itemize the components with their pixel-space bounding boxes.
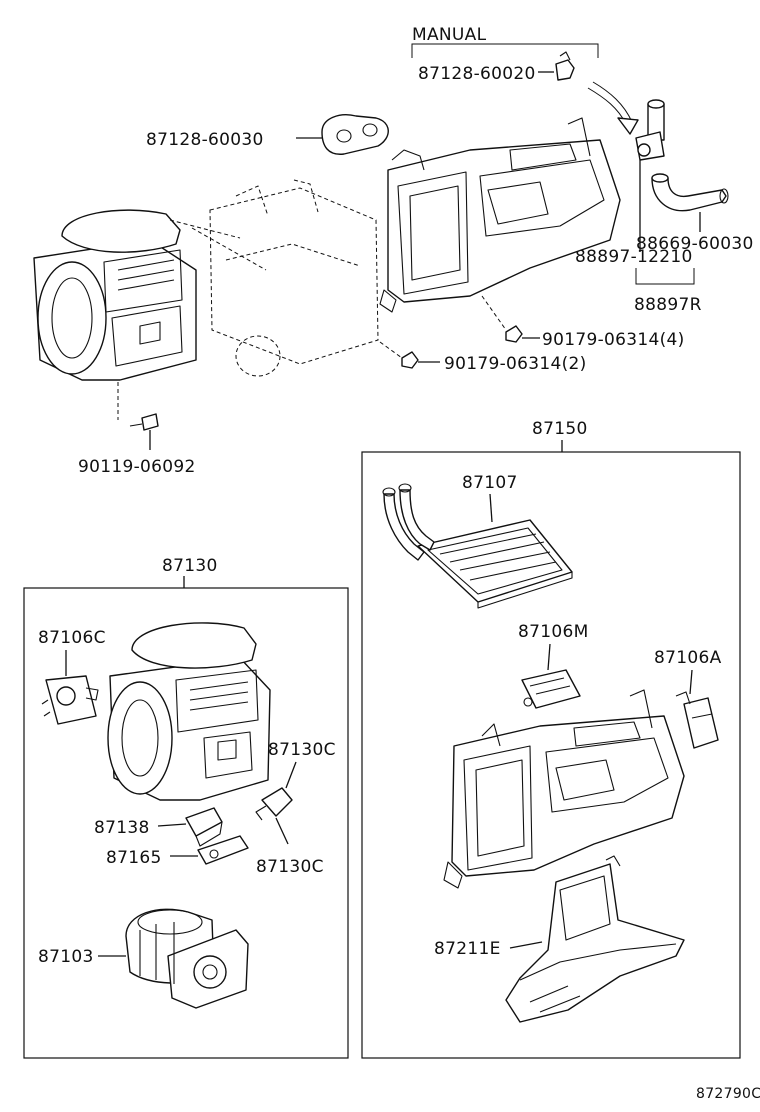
water-valve-icon (635, 99, 665, 161)
label-87211E: 87211E (434, 939, 501, 959)
duct-icon (505, 855, 685, 1023)
link-icon (197, 835, 249, 865)
label-87128-60020: 87128-60020 (418, 64, 536, 84)
clip-icon (555, 51, 575, 81)
heater-core-icon (382, 483, 573, 609)
label-manual: MANUAL (412, 25, 487, 45)
heater-housing-icon (379, 117, 621, 313)
heater-housing-icon (443, 689, 685, 889)
blower-motor-icon (125, 908, 249, 1009)
group-box-87150 (361, 451, 741, 1059)
label-87150: 87150 (532, 419, 588, 439)
bracket-icon (185, 807, 223, 847)
actuator-icon (41, 675, 99, 725)
label-87128-60030: 87128-60030 (146, 130, 264, 150)
group-box-87130 (23, 587, 349, 1059)
label-88669-60030: 88669-60030 (636, 234, 754, 254)
hose-icon (651, 173, 729, 212)
actuator-icon (521, 669, 581, 709)
screw-icon (129, 413, 159, 431)
manual-bracket (411, 43, 599, 58)
gasket-icon (321, 114, 389, 155)
arrow-icon (587, 81, 639, 135)
label-87103: 87103 (38, 947, 94, 967)
evaporator-housing-icon (169, 179, 379, 377)
label-87107: 87107 (462, 473, 518, 493)
figure-code: 872790C (696, 1086, 760, 1102)
label-87130C-upper: 87130C (268, 740, 336, 760)
actuator-icon (675, 691, 719, 749)
label-90179-06314-4: 90179-06314(4) (542, 330, 685, 350)
label-87106A: 87106A (654, 648, 722, 668)
label-87130C-lower: 87130C (256, 857, 324, 877)
label-87130: 87130 (162, 556, 218, 576)
blower-unit-icon (33, 209, 197, 381)
label-88897R: 88897R (634, 295, 702, 315)
label-87165: 87165 (106, 848, 162, 868)
nut-icon (401, 351, 419, 369)
label-90179-06314-2: 90179-06314(2) (444, 354, 587, 374)
label-87138: 87138 (94, 818, 150, 838)
label-87106M: 87106M (518, 622, 589, 642)
label-87106C: 87106C (38, 628, 106, 648)
nut-icon (505, 325, 523, 343)
lever-icon (255, 787, 293, 821)
blower-unit-icon (107, 622, 271, 801)
label-90119-06092: 90119-06092 (78, 457, 196, 477)
label-88897-12210: 88897-12210 (575, 247, 693, 267)
